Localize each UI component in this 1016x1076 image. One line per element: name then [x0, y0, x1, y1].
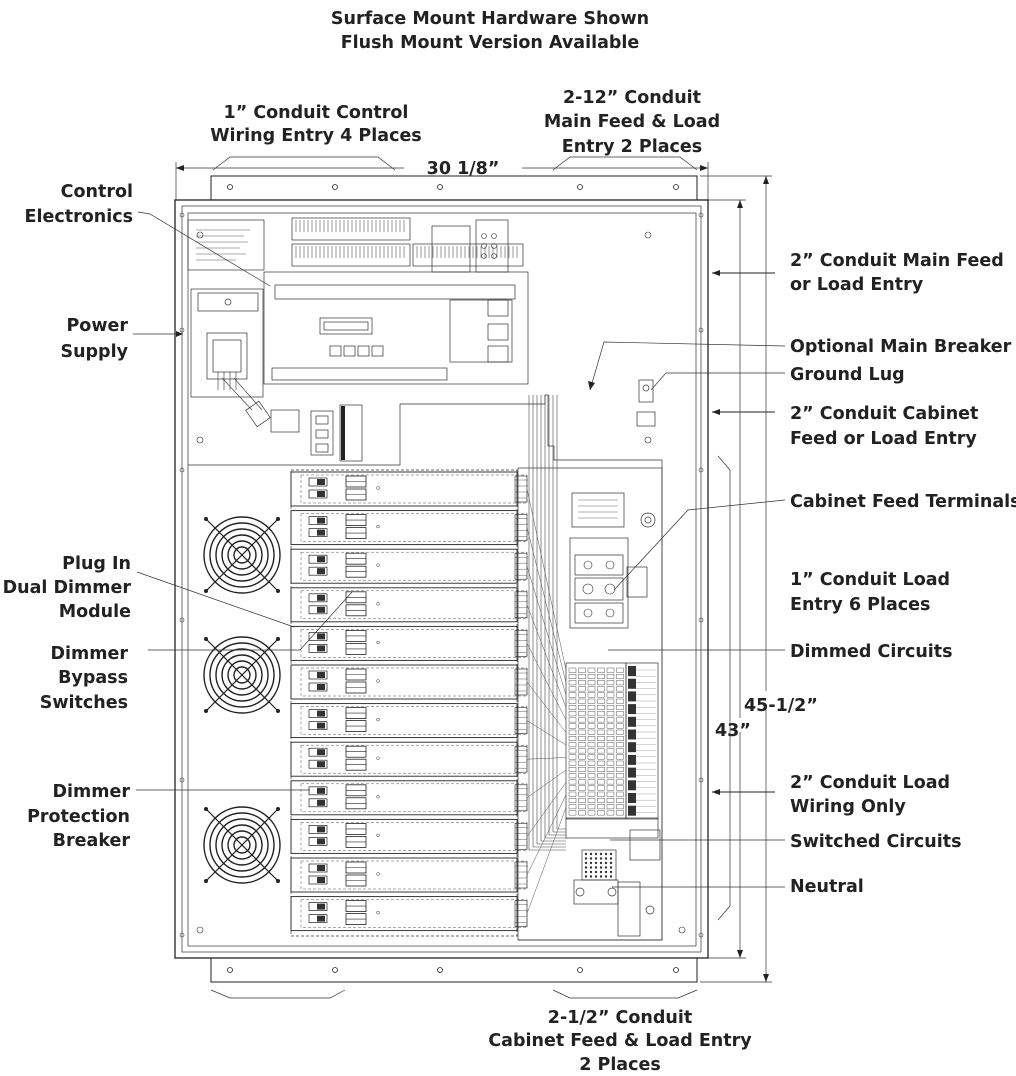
title-line-2: Flush Mount Version Available — [341, 33, 640, 53]
svg-text:or Load Entry: or Load Entry — [790, 275, 924, 295]
svg-text:Bypass: Bypass — [58, 668, 128, 688]
label-load-entry-6: 1” Conduit Load Entry 6 Places — [790, 570, 950, 615]
label-switched-circuits: Switched Circuits — [790, 832, 962, 852]
svg-text:Entry 2 Places: Entry 2 Places — [562, 137, 702, 157]
svg-text:Electronics: Electronics — [25, 207, 133, 227]
svg-text:1” Conduit Load: 1” Conduit Load — [790, 570, 950, 590]
svg-text:Neutral: Neutral — [790, 877, 864, 897]
height-outer-label: 45-1/2” — [744, 696, 818, 716]
title-line-1: Surface Mount Hardware Shown — [331, 9, 649, 29]
svg-text:2” Conduit Load: 2” Conduit Load — [790, 773, 950, 793]
svg-text:Wiring Only: Wiring Only — [790, 797, 906, 817]
svg-text:2 Places: 2 Places — [579, 1055, 661, 1075]
svg-text:Plug In: Plug In — [62, 554, 131, 574]
label-bottom-entry: 2-1/2” Conduit Cabinet Feed & Load Entry… — [488, 1008, 752, 1075]
neutral-block — [573, 849, 655, 937]
svg-text:Feed or Load Entry: Feed or Load Entry — [790, 429, 977, 449]
label-control-electronics: Control Electronics — [25, 182, 133, 227]
svg-text:Protection: Protection — [27, 807, 130, 827]
label-power-supply: Power Supply — [60, 316, 128, 362]
svg-text:Switches: Switches — [40, 693, 128, 713]
label-cabinet-feed-terminals: Cabinet Feed Terminals — [790, 492, 1016, 512]
height-dimensions: 45-1/2” 43” — [700, 175, 818, 983]
svg-text:Dimmer: Dimmer — [51, 644, 129, 664]
cooling-fans — [203, 516, 281, 884]
svg-text:Optional Main Breaker: Optional Main Breaker — [790, 337, 1012, 357]
label-plug-in-module: Plug In Dual Dimmer Module — [3, 554, 132, 622]
breaker-strip — [270, 404, 363, 462]
svg-text:Switched Circuits: Switched Circuits — [790, 832, 962, 852]
svg-text:2-12” Conduit: 2-12” Conduit — [563, 88, 701, 108]
svg-text:Cabinet Feed Terminals: Cabinet Feed Terminals — [790, 492, 1016, 512]
svg-text:Dimmer: Dimmer — [53, 782, 131, 802]
svg-text:Module: Module — [59, 602, 131, 622]
label-load-wiring-only: 2” Conduit Load Wiring Only — [790, 773, 950, 817]
svg-text:2” Conduit Cabinet: 2” Conduit Cabinet — [790, 404, 978, 424]
label-bypass-switches: Dimmer Bypass Switches — [40, 644, 129, 713]
svg-text:Power: Power — [66, 316, 128, 336]
power-supply — [190, 288, 271, 428]
dimmed-circuits-block — [565, 662, 661, 861]
label-main-feed-top: 2-12” Conduit Main Feed & Load Entry 2 P… — [544, 88, 720, 157]
label-neutral: Neutral — [790, 877, 864, 897]
svg-text:Supply: Supply — [60, 342, 128, 362]
wiring-harness — [526, 395, 567, 914]
height-inner-label: 43” — [715, 721, 751, 741]
svg-text:Entry 6 Places: Entry 6 Places — [790, 595, 930, 615]
right-conduit-markers — [712, 270, 775, 921]
svg-text:Control: Control — [61, 182, 133, 202]
svg-text:Ground Lug: Ground Lug — [790, 365, 905, 385]
label-protection-breaker: Dimmer Protection Breaker — [27, 782, 130, 851]
dimmer-modules — [290, 469, 528, 937]
svg-text:1” Conduit Control: 1” Conduit Control — [224, 103, 409, 123]
svg-text:Breaker: Breaker — [53, 831, 131, 851]
svg-text:2” Conduit Main Feed: 2” Conduit Main Feed — [790, 251, 1004, 271]
left-leaders — [133, 211, 353, 791]
control-electronics-board — [187, 217, 529, 385]
svg-text:30 1/8”: 30 1/8” — [427, 159, 500, 179]
svg-text:Cabinet Feed & Load Entry: Cabinet Feed & Load Entry — [488, 1031, 752, 1051]
label-optional-breaker: Optional Main Breaker — [790, 337, 1012, 357]
label-main-feed-right: 2” Conduit Main Feed or Load Entry — [790, 251, 1004, 295]
label-ground-lug: Ground Lug — [790, 365, 905, 385]
width-dimension: 30 1/8” — [175, 159, 709, 200]
label-dimmed-circuits: Dimmed Circuits — [790, 642, 953, 662]
svg-text:2-1/2” Conduit: 2-1/2” Conduit — [548, 1008, 692, 1028]
right-leaders — [588, 341, 786, 888]
cabinet-feed-section — [517, 379, 663, 941]
svg-text:Dual Dimmer: Dual Dimmer — [3, 578, 132, 598]
label-control-wiring: 1” Conduit Control Wiring Entry 4 Places — [210, 103, 421, 146]
svg-text:Dimmed Circuits: Dimmed Circuits — [790, 642, 953, 662]
svg-text:Main Feed & Load: Main Feed & Load — [544, 112, 720, 132]
svg-text:Wiring Entry 4 Places: Wiring Entry 4 Places — [210, 126, 421, 146]
label-cabinet-feed-entry: 2” Conduit Cabinet Feed or Load Entry — [790, 404, 978, 449]
